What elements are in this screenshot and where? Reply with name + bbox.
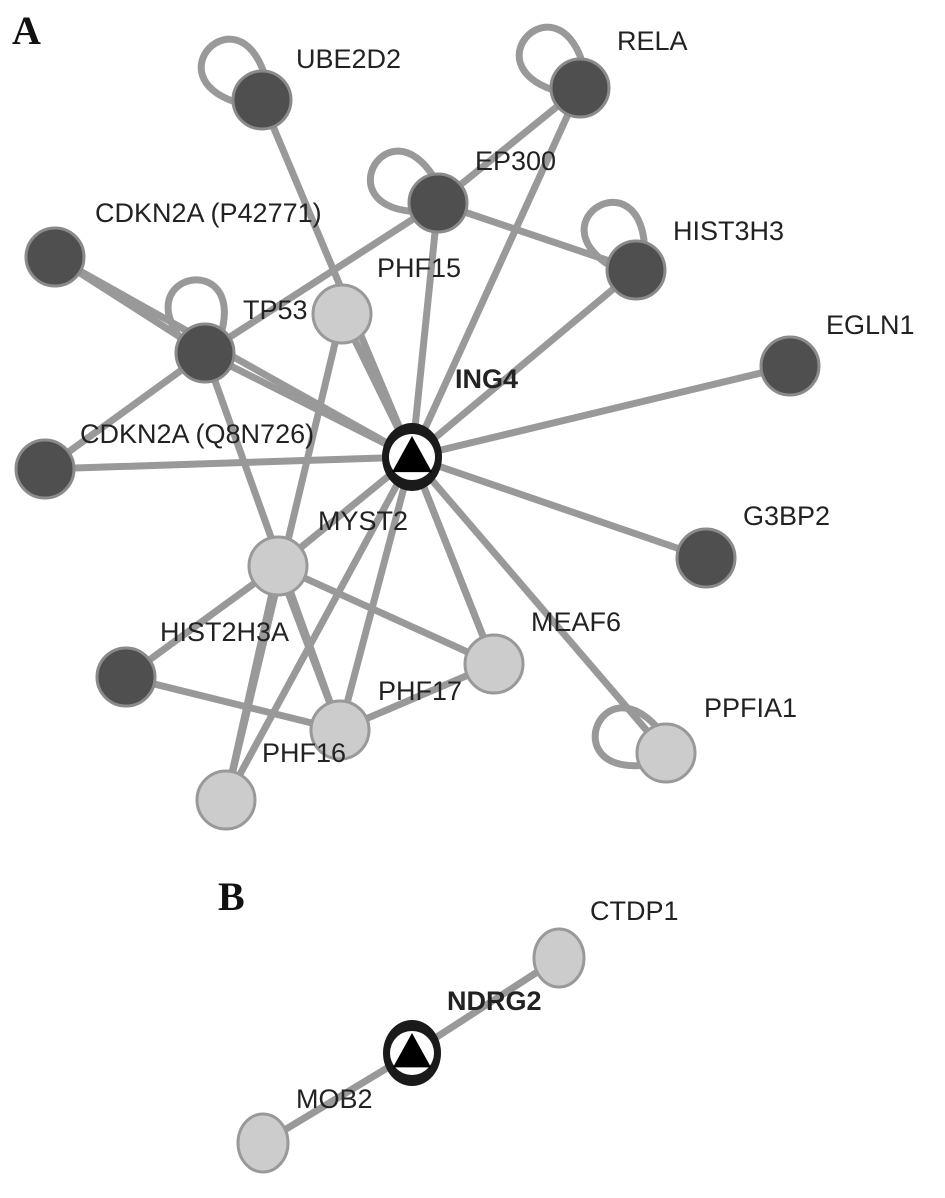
node-g3bp2[interactable]: [675, 527, 737, 589]
edge-ing4-hist3h3: [408, 266, 640, 461]
self-loop-rela: [515, 23, 586, 94]
node-tp53[interactable]: [174, 322, 236, 384]
node-label-rela: RELA: [617, 26, 688, 56]
node-label-g3bp2: G3BP2: [743, 501, 830, 531]
edge-ing4-ppfia1: [408, 453, 670, 757]
edge-ing4-tp53: [201, 349, 416, 461]
self-loop-tp53: [164, 276, 228, 343]
node-label-hist2h3a: HIST2H3A: [160, 617, 289, 647]
node-ube2d2[interactable]: [231, 69, 293, 131]
node-ctdp1[interactable]: [532, 927, 586, 989]
self-loop-hist3h3: [580, 198, 648, 269]
edge-ing4-g3bp2: [408, 453, 710, 562]
self-loop-ppfia1: [591, 704, 660, 769]
node-egln1[interactable]: [759, 335, 821, 397]
panel-label-a: A: [12, 8, 41, 53]
node-label-ube2d2: UBE2D2: [296, 44, 401, 74]
node-label-ep300: EP300: [475, 146, 556, 176]
edge-tp53-cdkn2a_q8n726: [41, 349, 209, 473]
edge-ing4-ube2d2: [258, 96, 416, 461]
node-label-ppfia1: PPFIA1: [704, 693, 797, 723]
node-label-phf16: PHF16: [262, 738, 346, 768]
node-ppfia1[interactable]: [635, 722, 697, 784]
nodes-layer: [14, 57, 821, 1174]
node-label-mob2: MOB2: [296, 1084, 373, 1114]
node-label-phf15: PHF15: [377, 253, 461, 283]
hub-node-ndrg2[interactable]: [383, 1020, 441, 1086]
node-phf15[interactable]: [311, 283, 373, 345]
edge-ing4-ep300: [408, 199, 442, 461]
hub-node-ing4[interactable]: [382, 423, 442, 491]
edge-ing4-phf17: [408, 453, 498, 668]
node-label-ctdp1: CTDP1: [590, 896, 679, 926]
node-mob2[interactable]: [236, 1112, 290, 1174]
edge-myst2-phf17: [274, 562, 498, 668]
node-hist3h3[interactable]: [605, 239, 667, 301]
edge-ing4-egln1: [408, 362, 794, 461]
node-cdkn2a-p42771[interactable]: [24, 226, 86, 288]
self-loop-ep300: [366, 147, 437, 215]
node-label-hist3h3: HIST3H3: [673, 216, 784, 246]
edge-myst2-hist2h3a: [122, 562, 282, 681]
panel-label-b: B: [218, 874, 245, 919]
node-label-egln1: EGLN1: [826, 310, 915, 340]
node-rela[interactable]: [549, 57, 611, 119]
node-unlabeled[interactable]: [195, 769, 257, 831]
node-hist2h3a[interactable]: [95, 646, 157, 708]
triangle-icon: [393, 1033, 431, 1068]
node-label-tp53: TP53: [243, 295, 308, 325]
edge-myst2-unlabeled: [222, 562, 282, 804]
self-loops-layer: [164, 23, 660, 769]
edge-ing4-unlabeled: [222, 453, 416, 804]
node-ep300[interactable]: [407, 172, 469, 234]
self-loop-ube2d2: [197, 35, 268, 106]
node-label-myst2: MYST2: [318, 506, 408, 536]
edge-ing4-rela: [408, 84, 584, 461]
edge-ep300-tp53: [201, 199, 442, 357]
node-phf17[interactable]: [463, 633, 525, 695]
node-myst2[interactable]: [247, 535, 309, 597]
edge-ing4-cdkn2a_q8n726: [41, 453, 416, 473]
node-label-cdkn2a-p42771: CDKN2A (P42771): [95, 198, 322, 228]
node-label-phf17: PHF17: [378, 676, 462, 706]
triangle-icon: [392, 436, 432, 473]
node-label-meaf6: MEAF6: [531, 607, 621, 637]
node-label-ndrg2: NDRG2: [447, 986, 542, 1016]
node-phf16[interactable]: [309, 699, 371, 761]
edge-ing4-phf16: [336, 453, 416, 734]
node-label-ing4: ING4: [455, 364, 518, 394]
node-label-cdkn2a-q8n726: CDKN2A (Q8N726): [80, 419, 314, 449]
node-cdkn2a-q8n726[interactable]: [14, 438, 76, 500]
edges-layer: [41, 84, 794, 1147]
edge-hist2h3a-phf16: [122, 673, 344, 734]
